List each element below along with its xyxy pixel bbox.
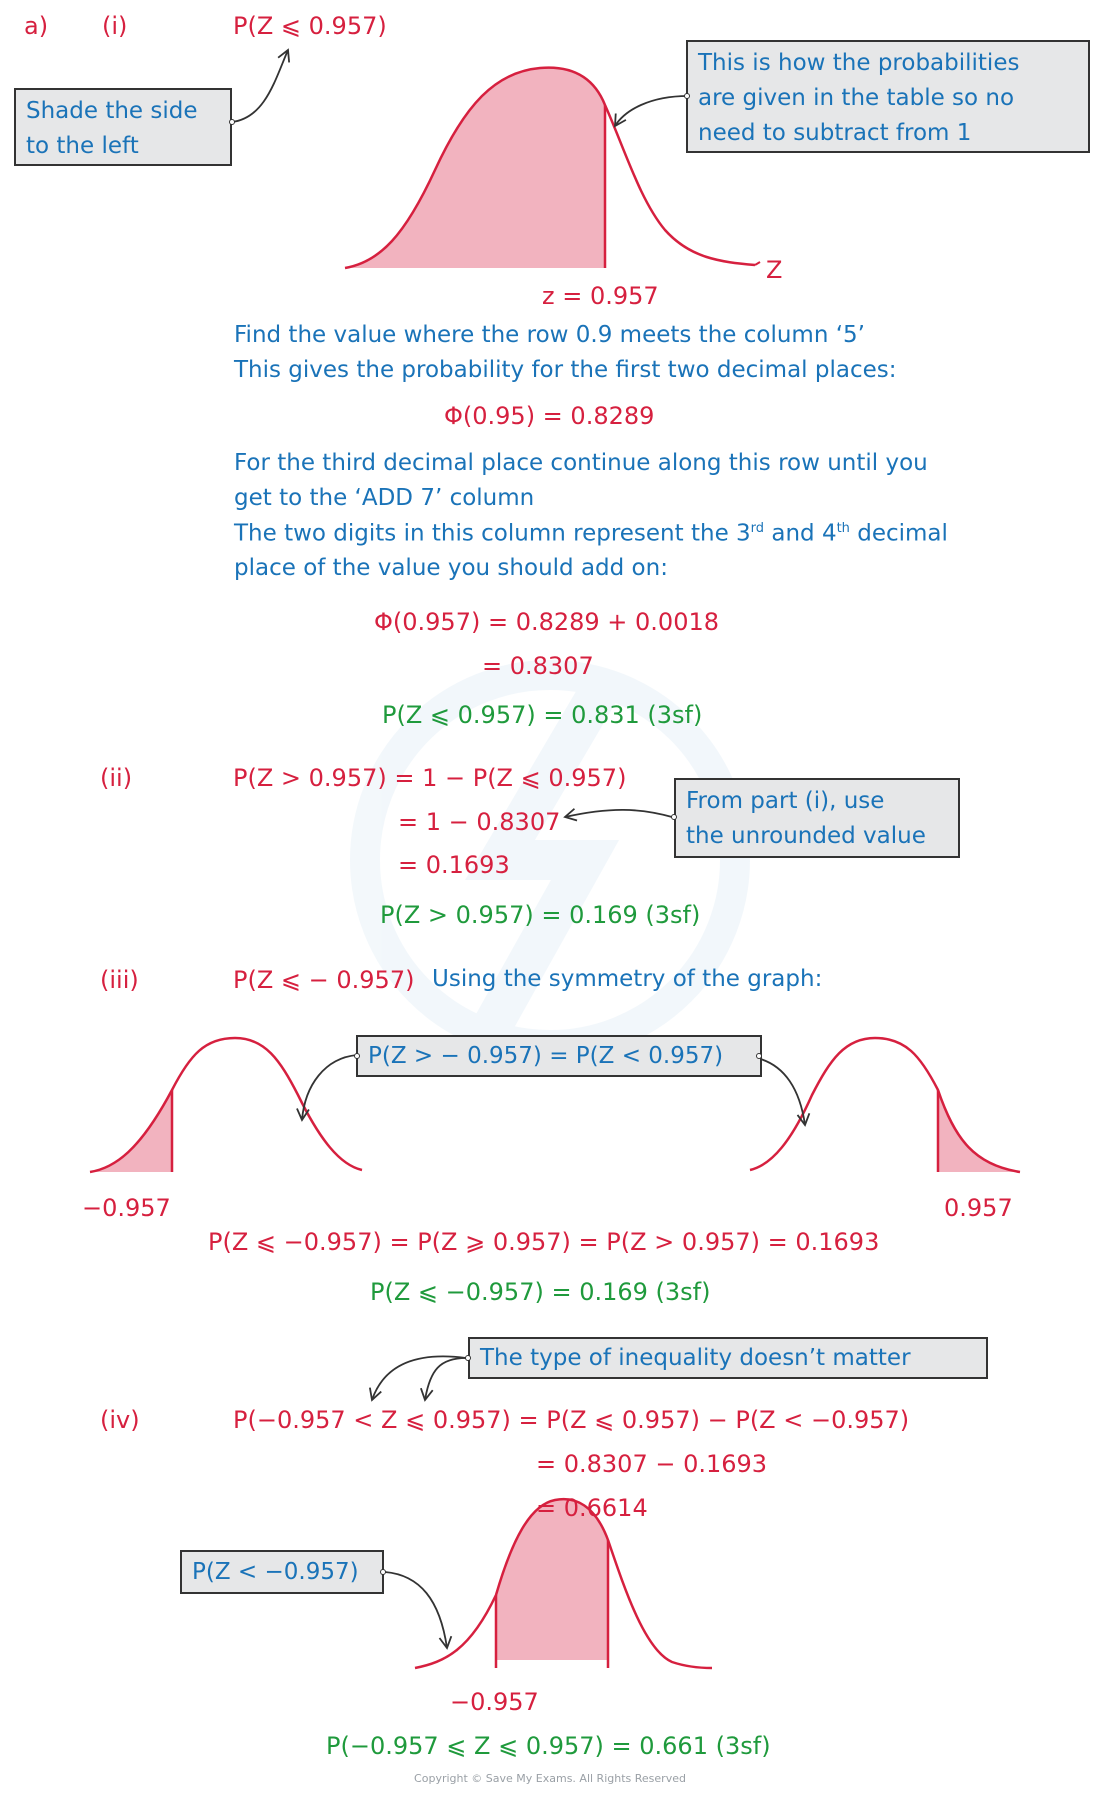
normal-curve-right-tail <box>749 1036 1021 1174</box>
part-i-label: (i) <box>102 12 128 40</box>
explanation-line: place of the value you should add on: <box>234 555 668 581</box>
note-table-probabilities: This is how the probabilities are given … <box>686 40 1090 153</box>
part-iii-line1: P(Z ⩽ −0.957) = P(Z ⩾ 0.957) = P(Z > 0.9… <box>208 1228 880 1256</box>
note-anchor-dot <box>229 119 235 125</box>
part-ii-line1: P(Z > 0.957) = 1 − P(Z ⩽ 0.957) <box>233 764 627 792</box>
note-unrounded-value: From part (i), use the unrounded value <box>674 778 960 858</box>
copyright-footer: Copyright © Save My Exams. All Rights Re… <box>414 1772 686 1785</box>
part-ii-line3: = 0.1693 <box>398 851 510 879</box>
arrow-left-tail-note <box>384 1571 453 1650</box>
part-iii-label: (iii) <box>100 966 139 994</box>
note-shade-left: Shade the side to the left <box>14 88 232 166</box>
part-iv-line2: = 0.8307 − 0.1693 <box>536 1450 768 1478</box>
arrow-shade-left <box>231 48 291 123</box>
bell-curve <box>344 66 756 270</box>
axis-tick <box>754 261 761 266</box>
arrow-symmetry-left <box>296 1054 358 1122</box>
part-ii-line2: = 1 − 0.8307 <box>398 808 561 836</box>
normal-curve-part-i <box>344 66 761 270</box>
part-iv-label: (iv) <box>100 1406 140 1434</box>
explanation-line: For the third decimal place continue alo… <box>234 450 928 476</box>
note-anchor-dot <box>354 1053 360 1059</box>
explanation-line: Find the value where the row 0.9 meets t… <box>234 322 865 348</box>
part-ii-label: (ii) <box>100 764 133 792</box>
part-ii-answer: P(Z > 0.957) = 0.169 (3sf) <box>380 901 701 929</box>
shaded-left-tail <box>90 1090 172 1172</box>
arrow-table-note <box>614 95 689 128</box>
z-value-label: z = 0.957 <box>542 282 659 310</box>
part-i-answer: P(Z ⩽ 0.957) = 0.831 (3sf) <box>382 701 703 729</box>
left-tail-label: −0.957 <box>82 1194 171 1222</box>
part-iv-line1: P(−0.957 < Z ⩽ 0.957) = P(Z ⩽ 0.957) − P… <box>233 1406 910 1434</box>
arrow-inequality-1 <box>369 1355 467 1402</box>
note-symmetry: P(Z > − 0.957) = P(Z < 0.957) <box>356 1035 762 1077</box>
note-anchor-dot <box>684 93 690 99</box>
phi-0957-result: = 0.8307 <box>482 652 594 680</box>
arrow-unrounded-value <box>563 808 673 822</box>
part-iii-heading-note: Using the symmetry of the graph: <box>432 966 823 992</box>
note-anchor-dot <box>756 1053 762 1059</box>
phi-0957-working: Φ(0.957) = 0.8289 + 0.0018 <box>374 608 720 636</box>
note-inequality: The type of inequality doesn’t matter <box>468 1337 988 1379</box>
normal-curve-left-tail <box>89 1036 363 1174</box>
note-left-tail: P(Z < −0.957) <box>180 1550 384 1594</box>
phi-095-result: Φ(0.95) = 0.8289 <box>444 402 655 430</box>
part-a-label: a) <box>24 12 49 40</box>
part-i-heading: P(Z ⩽ 0.957) <box>233 12 387 40</box>
z-axis-label: Z <box>766 256 783 284</box>
right-tail-label: 0.957 <box>944 1194 1013 1222</box>
note-anchor-dot <box>380 1569 386 1575</box>
note-anchor-dot <box>465 1355 471 1361</box>
part-iii-heading: P(Z ⩽ − 0.957) <box>233 966 415 994</box>
explanation-line: The two digits in this column represent … <box>234 520 948 547</box>
explanation-line: This gives the probability for the first… <box>234 357 897 383</box>
part-iv-line3: = 0.6614 <box>536 1494 648 1522</box>
explanation-line: get to the ‘ADD 7’ column <box>234 485 535 511</box>
arrow-symmetry-right <box>756 1057 811 1127</box>
note-anchor-dot <box>671 814 677 820</box>
part-iv-boundary-label: −0.957 <box>450 1688 539 1716</box>
shaded-right-tail <box>938 1090 1020 1172</box>
shaded-central-region <box>496 1499 608 1660</box>
shaded-left-tail-region <box>345 67 605 268</box>
part-iii-answer: P(Z ⩽ −0.957) = 0.169 (3sf) <box>370 1278 711 1306</box>
normal-curve-part-iv <box>414 1497 713 1670</box>
arrow-inequality-2 <box>420 1357 467 1402</box>
part-iv-answer: P(−0.957 ⩽ Z ⩽ 0.957) = 0.661 (3sf) <box>326 1732 771 1760</box>
